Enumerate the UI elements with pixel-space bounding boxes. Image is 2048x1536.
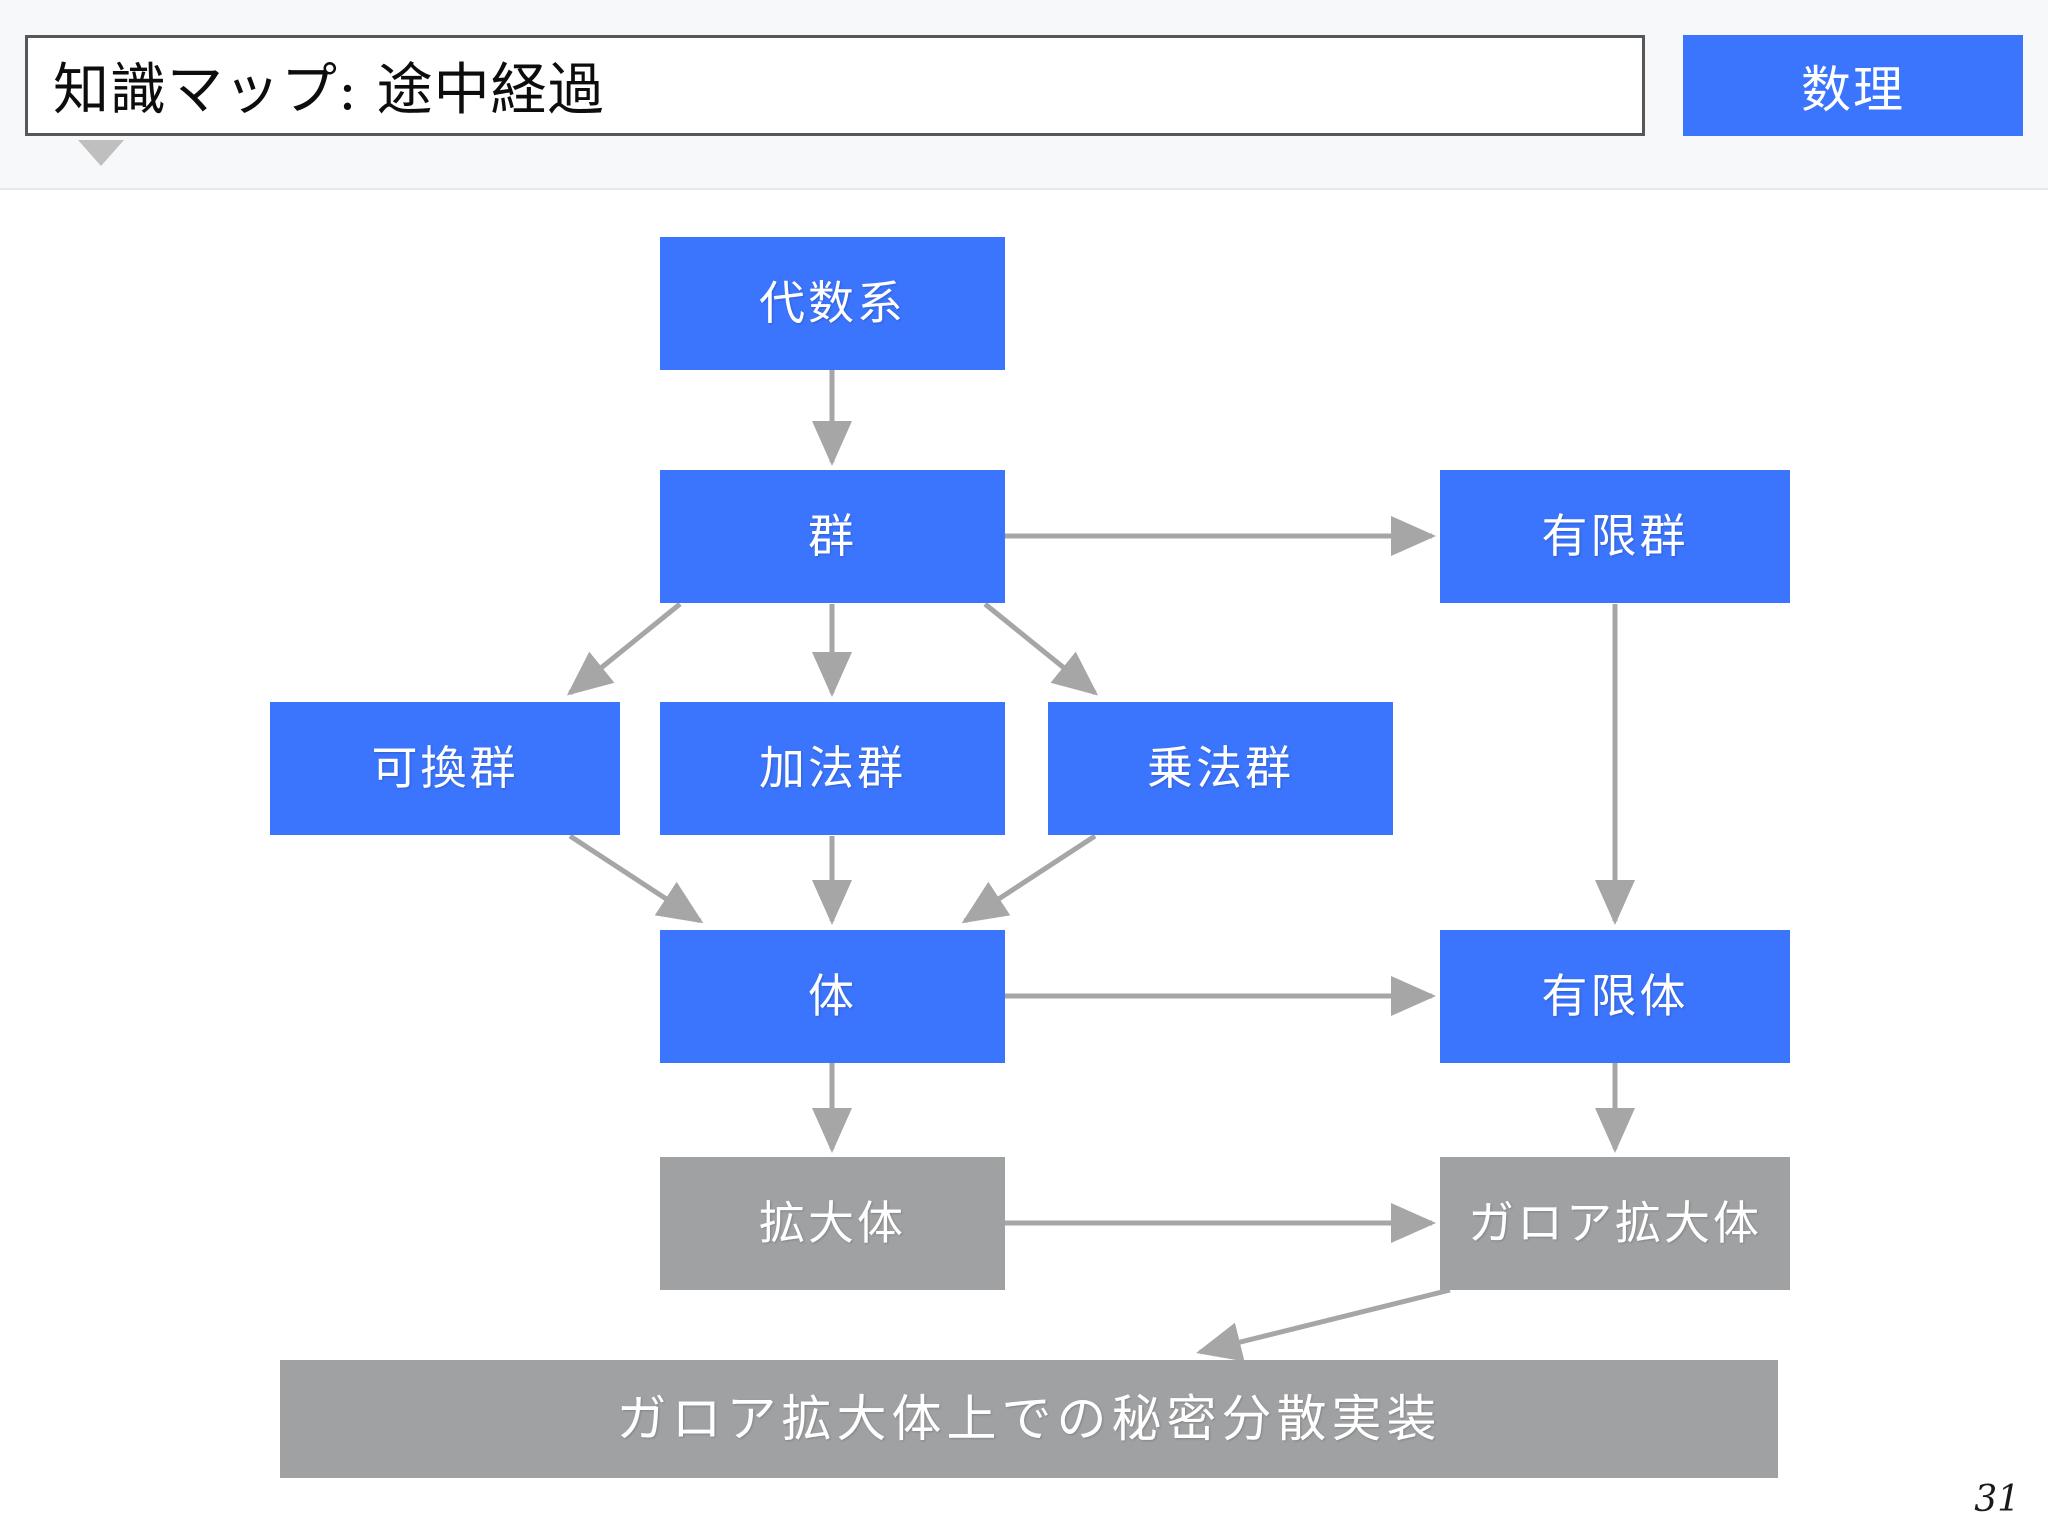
node-label: ガロア拡大体上での秘密分散実装 [616,1389,1442,1448]
node-label: 群 [808,509,857,564]
triangle-down-icon [78,140,124,166]
node-field[interactable]: 体 [660,930,1005,1063]
edge-group-to-abelian-group [566,602,682,696]
node-finite-group[interactable]: 有限群 [1440,470,1790,603]
category-badge: 数理 [1683,35,2023,136]
edge-group-to-multiplicative-group [983,602,1099,696]
slide-title-box: 知識マップ: 途中経過 [25,35,1645,136]
node-label: 体 [808,969,857,1024]
node-group[interactable]: 群 [660,470,1005,603]
page-number: 31 [1974,1479,2020,1520]
node-abelian-group[interactable]: 可換群 [270,702,620,835]
node-additive-group[interactable]: 加法群 [660,702,1005,835]
node-label: 可換群 [371,741,519,796]
node-label: 拡大体 [759,1196,906,1251]
node-algebraic-system[interactable]: 代数系 [660,237,1005,370]
node-extension-field[interactable]: 拡大体 [660,1157,1005,1290]
category-badge-label: 数理 [1801,60,1905,119]
page-title: 知識マップ: 途中経過 [53,58,605,123]
node-secret-sharing-implementation[interactable]: ガロア拡大体上での秘密分散実装 [280,1360,1778,1478]
slide-header: 知識マップ: 途中経過 数理 [0,0,2048,190]
node-label: 加法群 [759,741,906,796]
node-label: ガロア拡大体 [1468,1196,1762,1251]
node-galois-extension-field[interactable]: ガロア拡大体 [1440,1157,1790,1290]
node-multiplicative-group[interactable]: 乗法群 [1048,702,1393,835]
node-label: 代数系 [759,276,906,331]
node-label: 有限群 [1541,509,1689,564]
knowledge-map-diagram: 代数系 群 有限群 可換群 加法群 乗法群 体 有限体 拡大体 ガロア拡大体 ガ… [0,190,2048,1536]
edge-abelian-group-to-field [568,833,704,924]
diagram-edge-layer [566,370,1635,1362]
node-label: 乗法群 [1147,741,1294,796]
edge-multiplicative-group-to-field [961,833,1097,924]
edge-galois-extension-field-to-secret-sharing-impl [1196,1287,1451,1362]
node-label: 有限体 [1541,969,1689,1024]
node-finite-field[interactable]: 有限体 [1440,930,1790,1063]
